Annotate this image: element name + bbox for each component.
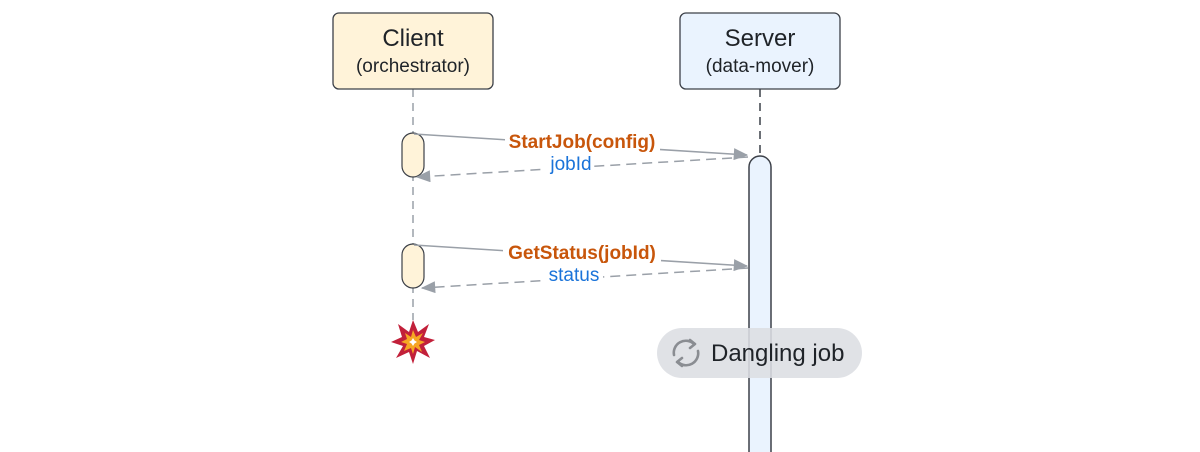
actor-client-subtitle: (orchestrator) — [356, 56, 470, 77]
return-label-status: status — [549, 265, 600, 286]
message-label-getstatus: GetStatus(jobId) — [508, 243, 656, 264]
client-activation-bar — [401, 243, 425, 289]
dangling-job-label: Dangling job — [711, 340, 844, 367]
actor-client: Client (orchestrator) — [332, 12, 494, 90]
dangling-job-badge: Dangling job — [657, 328, 862, 378]
explosion-icon — [391, 320, 435, 364]
return-label-jobid: jobId — [549, 154, 591, 175]
server-activation-bar — [748, 155, 772, 452]
refresh-cycle-icon — [672, 338, 700, 368]
message-label-startjob: StartJob(config) — [509, 132, 656, 153]
actor-server-subtitle: (data-mover) — [706, 56, 815, 77]
actor-client-title: Client — [382, 25, 444, 52]
actor-server: Server (data-mover) — [679, 12, 841, 90]
client-activation-bar — [401, 132, 425, 178]
actor-server-title: Server — [725, 25, 796, 52]
